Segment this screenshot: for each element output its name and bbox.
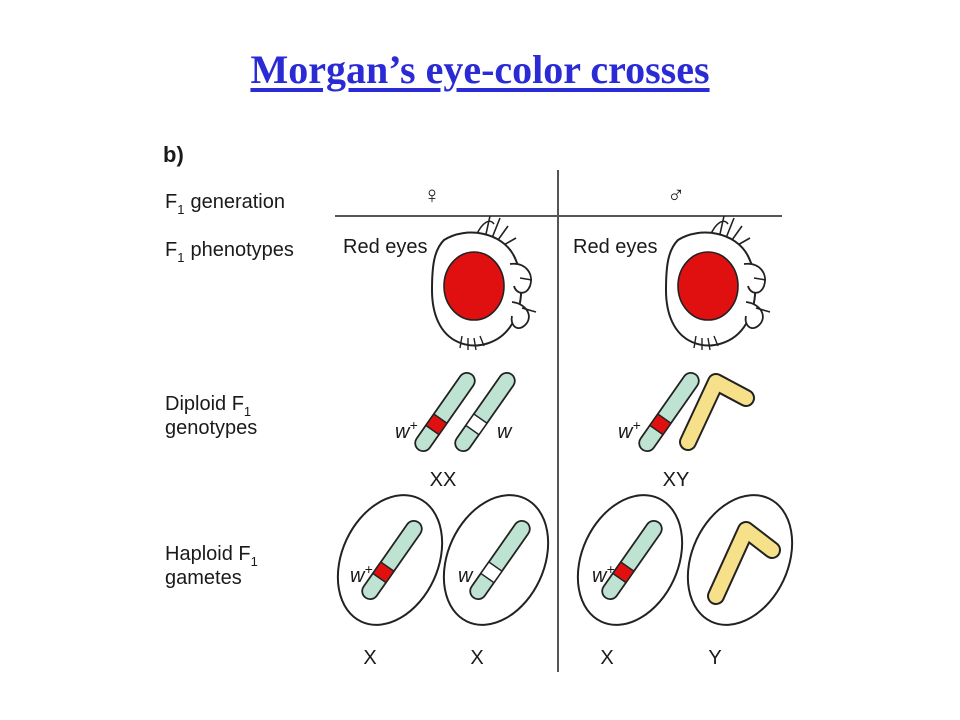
female-gamete-label-1: X (363, 647, 376, 669)
svg-text:Diploid F1: Diploid F1 (165, 393, 251, 419)
svg-text:w+: w+ (350, 561, 373, 587)
female-allele-wplus: w+ (395, 417, 418, 443)
female-gamete-w: w (442, 494, 550, 626)
male-gamete-x: w+ (576, 494, 684, 626)
male-y-chromosome (681, 375, 753, 449)
male-phenotype-label: Red eyes (573, 236, 658, 258)
male-x-chromosome (638, 371, 700, 453)
row-label-gametes: Haploid F1 gametes (165, 543, 258, 589)
male-gamete-label-1: X (600, 647, 613, 669)
svg-text:Haploid F1: Haploid F1 (165, 543, 258, 569)
male-gamete-label-2: Y (708, 647, 721, 669)
svg-text:gametes: gametes (165, 567, 242, 589)
svg-text:genotypes: genotypes (165, 417, 257, 439)
male-symbol: ♂ (667, 182, 685, 209)
male-genotype-label: XY (663, 469, 690, 491)
row-label-genotypes: Diploid F1 genotypes (165, 393, 257, 439)
female-symbol: ♀ (423, 182, 441, 209)
female-phenotype-label: Red eyes (343, 236, 428, 258)
female-gamete-label-2: X (470, 647, 483, 669)
panel-label: b) (163, 142, 184, 167)
svg-text:w+: w+ (592, 561, 615, 587)
female-x-chromosome-mutant (454, 371, 516, 453)
female-allele-w: w (497, 421, 513, 443)
male-gamete-y (686, 494, 794, 626)
female-x-chromosome-wildtype (414, 371, 476, 453)
female-genotype-label: XX (430, 469, 457, 491)
svg-text:w: w (458, 565, 474, 587)
female-gamete-wplus: w+ (336, 494, 444, 626)
male-fly-head (665, 215, 771, 351)
female-fly-head (431, 215, 537, 351)
page-title: Morgan’s eye-color crosses (250, 47, 710, 92)
male-allele-wplus: w+ (618, 417, 641, 443)
